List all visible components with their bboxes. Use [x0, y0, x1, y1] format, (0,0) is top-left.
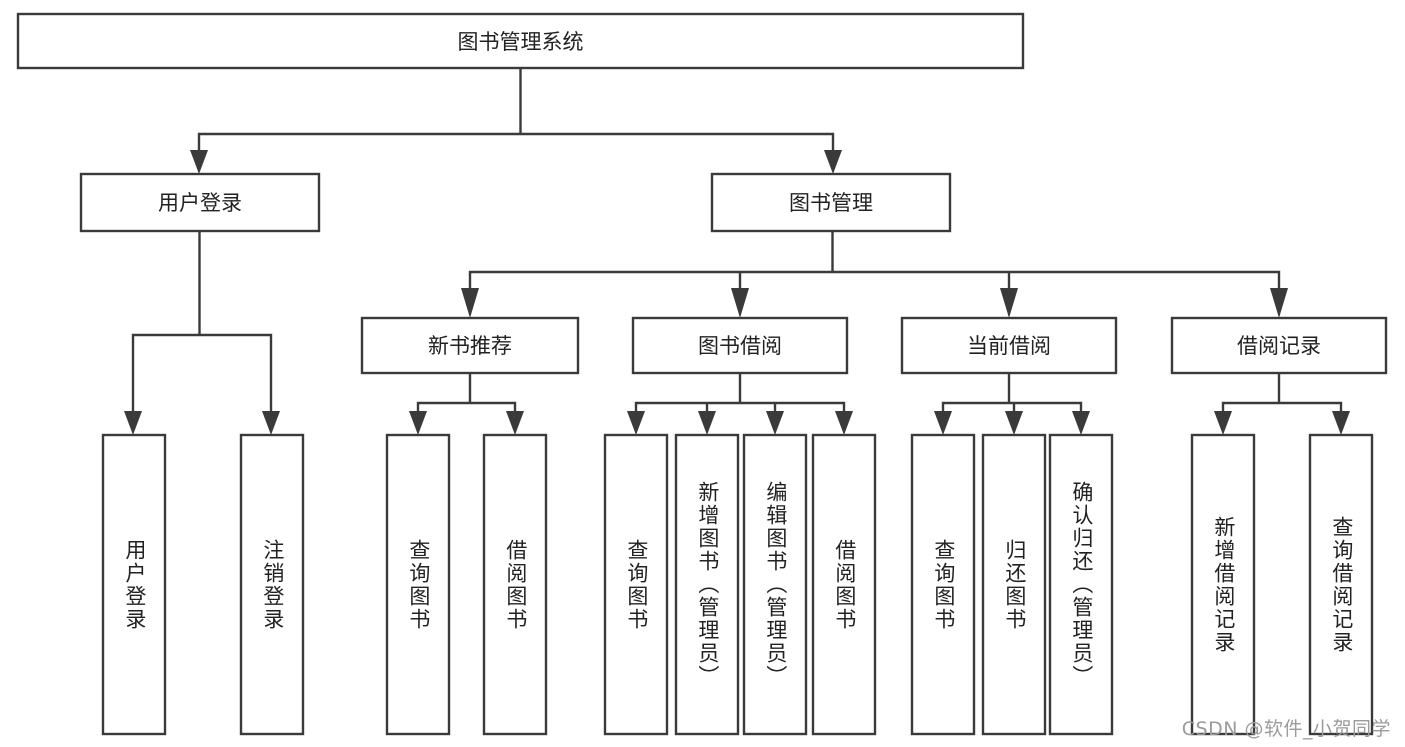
node-root-label: 图书管理系统: [458, 30, 584, 54]
leaf-node-7[interactable]: [742, 433, 808, 736]
leaf-node-8[interactable]: [811, 433, 877, 736]
leaf-node-3[interactable]: [385, 433, 451, 736]
node-user-login[interactable]: 用户登录: [79, 172, 321, 233]
connector-user-login-trunk: [131, 229, 273, 415]
node-book-manage[interactable]: 图书管理: [710, 172, 952, 233]
leaf-node-10[interactable]: [981, 433, 1047, 736]
node-book-manage-label: 图书管理: [789, 191, 873, 215]
arrow-book-borrow-to-leaf-1: [627, 411, 645, 435]
arrow-current-borrow-to-leaf-2: [1005, 411, 1023, 435]
leaf-node-13[interactable]: [1308, 433, 1374, 736]
arrow-book-manage-to-book-borrow: [731, 288, 749, 318]
arrow-book-manage-to-new-book-rec: [461, 288, 479, 318]
node-borrow-record-label: 借阅记录: [1237, 334, 1321, 358]
connector-borrow-record-trunk: [1221, 371, 1343, 415]
node-current-borrow-label: 当前借阅: [967, 334, 1051, 358]
arrow-user-login-to-leaf-1: [124, 411, 142, 435]
connector-current-borrow-trunk: [941, 371, 1083, 415]
node-new-book-rec[interactable]: 新书推荐: [360, 316, 580, 375]
node-current-borrow[interactable]: 当前借阅: [900, 316, 1118, 375]
connector-new-book-rec-trunk: [416, 371, 517, 415]
leaf-node-4[interactable]: [482, 433, 548, 736]
node-new-book-rec-label: 新书推荐: [428, 334, 512, 358]
arrow-borrow-record-to-leaf-1: [1214, 411, 1232, 435]
leaf-node-6[interactable]: [674, 433, 740, 736]
connector-root-trunk: [197, 66, 835, 154]
connector-layer: [124, 66, 1350, 435]
connector-book-manage-trunk: [468, 229, 1281, 292]
node-layer: 图书管理系统 用户登录 图书管理 新书推荐 图书借阅 当前借阅: [16, 12, 1388, 736]
arrow-user-login-to-leaf-2: [262, 411, 280, 435]
arrow-new-book-rec-to-leaf-2: [506, 411, 524, 435]
arrow-book-borrow-to-leaf-4: [835, 411, 853, 435]
leaf-node-1[interactable]: [101, 433, 167, 736]
arrow-root-to-user-login: [190, 150, 208, 174]
leaf-node-12[interactable]: [1190, 433, 1256, 736]
arrow-current-borrow-to-leaf-1: [934, 411, 952, 435]
watermark-text: CSDN @软件_小贺同学: [1181, 718, 1391, 740]
arrow-current-borrow-to-leaf-3: [1072, 411, 1090, 435]
node-book-borrow-label: 图书借阅: [698, 334, 782, 358]
connector-book-borrow-trunk: [634, 371, 846, 415]
arrow-root-to-book-manage: [824, 150, 842, 174]
leaf-node-5[interactable]: [603, 433, 669, 736]
node-borrow-record[interactable]: 借阅记录: [1170, 316, 1388, 375]
node-root[interactable]: 图书管理系统: [16, 12, 1025, 70]
leaf-node-11[interactable]: [1048, 433, 1114, 736]
arrow-book-borrow-to-leaf-2: [698, 411, 716, 435]
arrow-book-manage-to-current-borrow: [1000, 288, 1018, 318]
node-user-login-label: 用户登录: [158, 191, 242, 215]
leaf-node-9[interactable]: [910, 433, 976, 736]
arrow-new-book-rec-to-leaf-1: [409, 411, 427, 435]
arrow-book-borrow-to-leaf-3: [766, 411, 784, 435]
leaf-node-2[interactable]: [239, 433, 305, 736]
leaf-node-rects: [101, 433, 1374, 736]
arrow-book-manage-to-borrow-record: [1270, 288, 1288, 318]
arrow-borrow-record-to-leaf-2: [1332, 411, 1350, 435]
node-book-borrow[interactable]: 图书借阅: [631, 316, 849, 375]
